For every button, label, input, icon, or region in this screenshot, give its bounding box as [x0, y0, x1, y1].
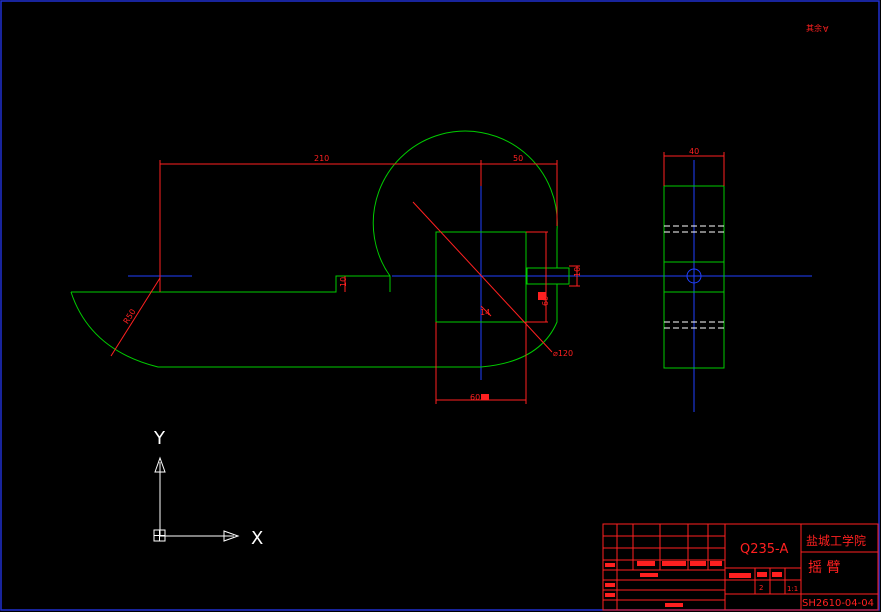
ucs-x-arrow — [223, 530, 240, 542]
dim-line-14 — [480, 305, 492, 317]
ucs-y-label: Y — [153, 428, 166, 449]
arm-lower-outline — [70, 284, 558, 368]
side-outline — [663, 185, 725, 369]
ucs-x-label: X — [251, 528, 263, 549]
side-pin-circle — [686, 268, 702, 284]
title-block-outline — [602, 523, 879, 611]
dim-text-50: 50 — [513, 154, 523, 163]
surface-finish-note: 其余 ∀ — [806, 23, 829, 34]
dim-text-60-horizontal: 60 — [470, 393, 480, 402]
surface-finish-label: 其余 — [806, 23, 822, 33]
arm-upper-edge — [71, 275, 391, 293]
square-hole — [435, 231, 527, 323]
ucs-icon: Y X — [153, 428, 263, 549]
leader-r50 — [110, 277, 161, 357]
pin-hole — [526, 267, 570, 285]
surface-finish-symbol: ∀ — [823, 25, 829, 34]
boss-upper-arc — [372, 130, 558, 277]
ucs-y-arrow — [154, 456, 166, 473]
school-name: 盐城工学院 — [806, 533, 866, 548]
tolerance-mark-60v — [538, 292, 546, 300]
title-block-text: Q235-A 盐城工学院 摇 臂 SH2610-04-04 2 1:1 — [740, 533, 874, 609]
part-name: 摇 臂 — [808, 560, 840, 576]
leader-phi120 — [412, 201, 553, 353]
dim-text-10-right: 10 — [573, 267, 582, 277]
scale-value: 1:1 — [787, 585, 798, 593]
side-view: 40 — [640, 147, 812, 412]
dim-text-60-vertical: 60 — [541, 296, 550, 306]
dim-text-phi120: ⌀120 — [553, 349, 573, 358]
dim-text-40: 40 — [689, 147, 699, 156]
dim-text-10-left: 10 — [339, 277, 348, 287]
dim-text-14: 14 — [480, 308, 490, 317]
dim-text-210: 210 — [314, 154, 329, 163]
tolerance-mark-60h — [481, 394, 489, 400]
material-text: Q235-A — [740, 542, 788, 557]
title-block — [602, 523, 879, 611]
title-block-fills — [605, 561, 782, 607]
quantity-value: 2 — [759, 584, 763, 592]
front-view: 210 50 R50 10 60 10 60 14 ⌀120 — [70, 130, 640, 404]
drawing-number: SH2610-04-04 — [802, 598, 874, 609]
